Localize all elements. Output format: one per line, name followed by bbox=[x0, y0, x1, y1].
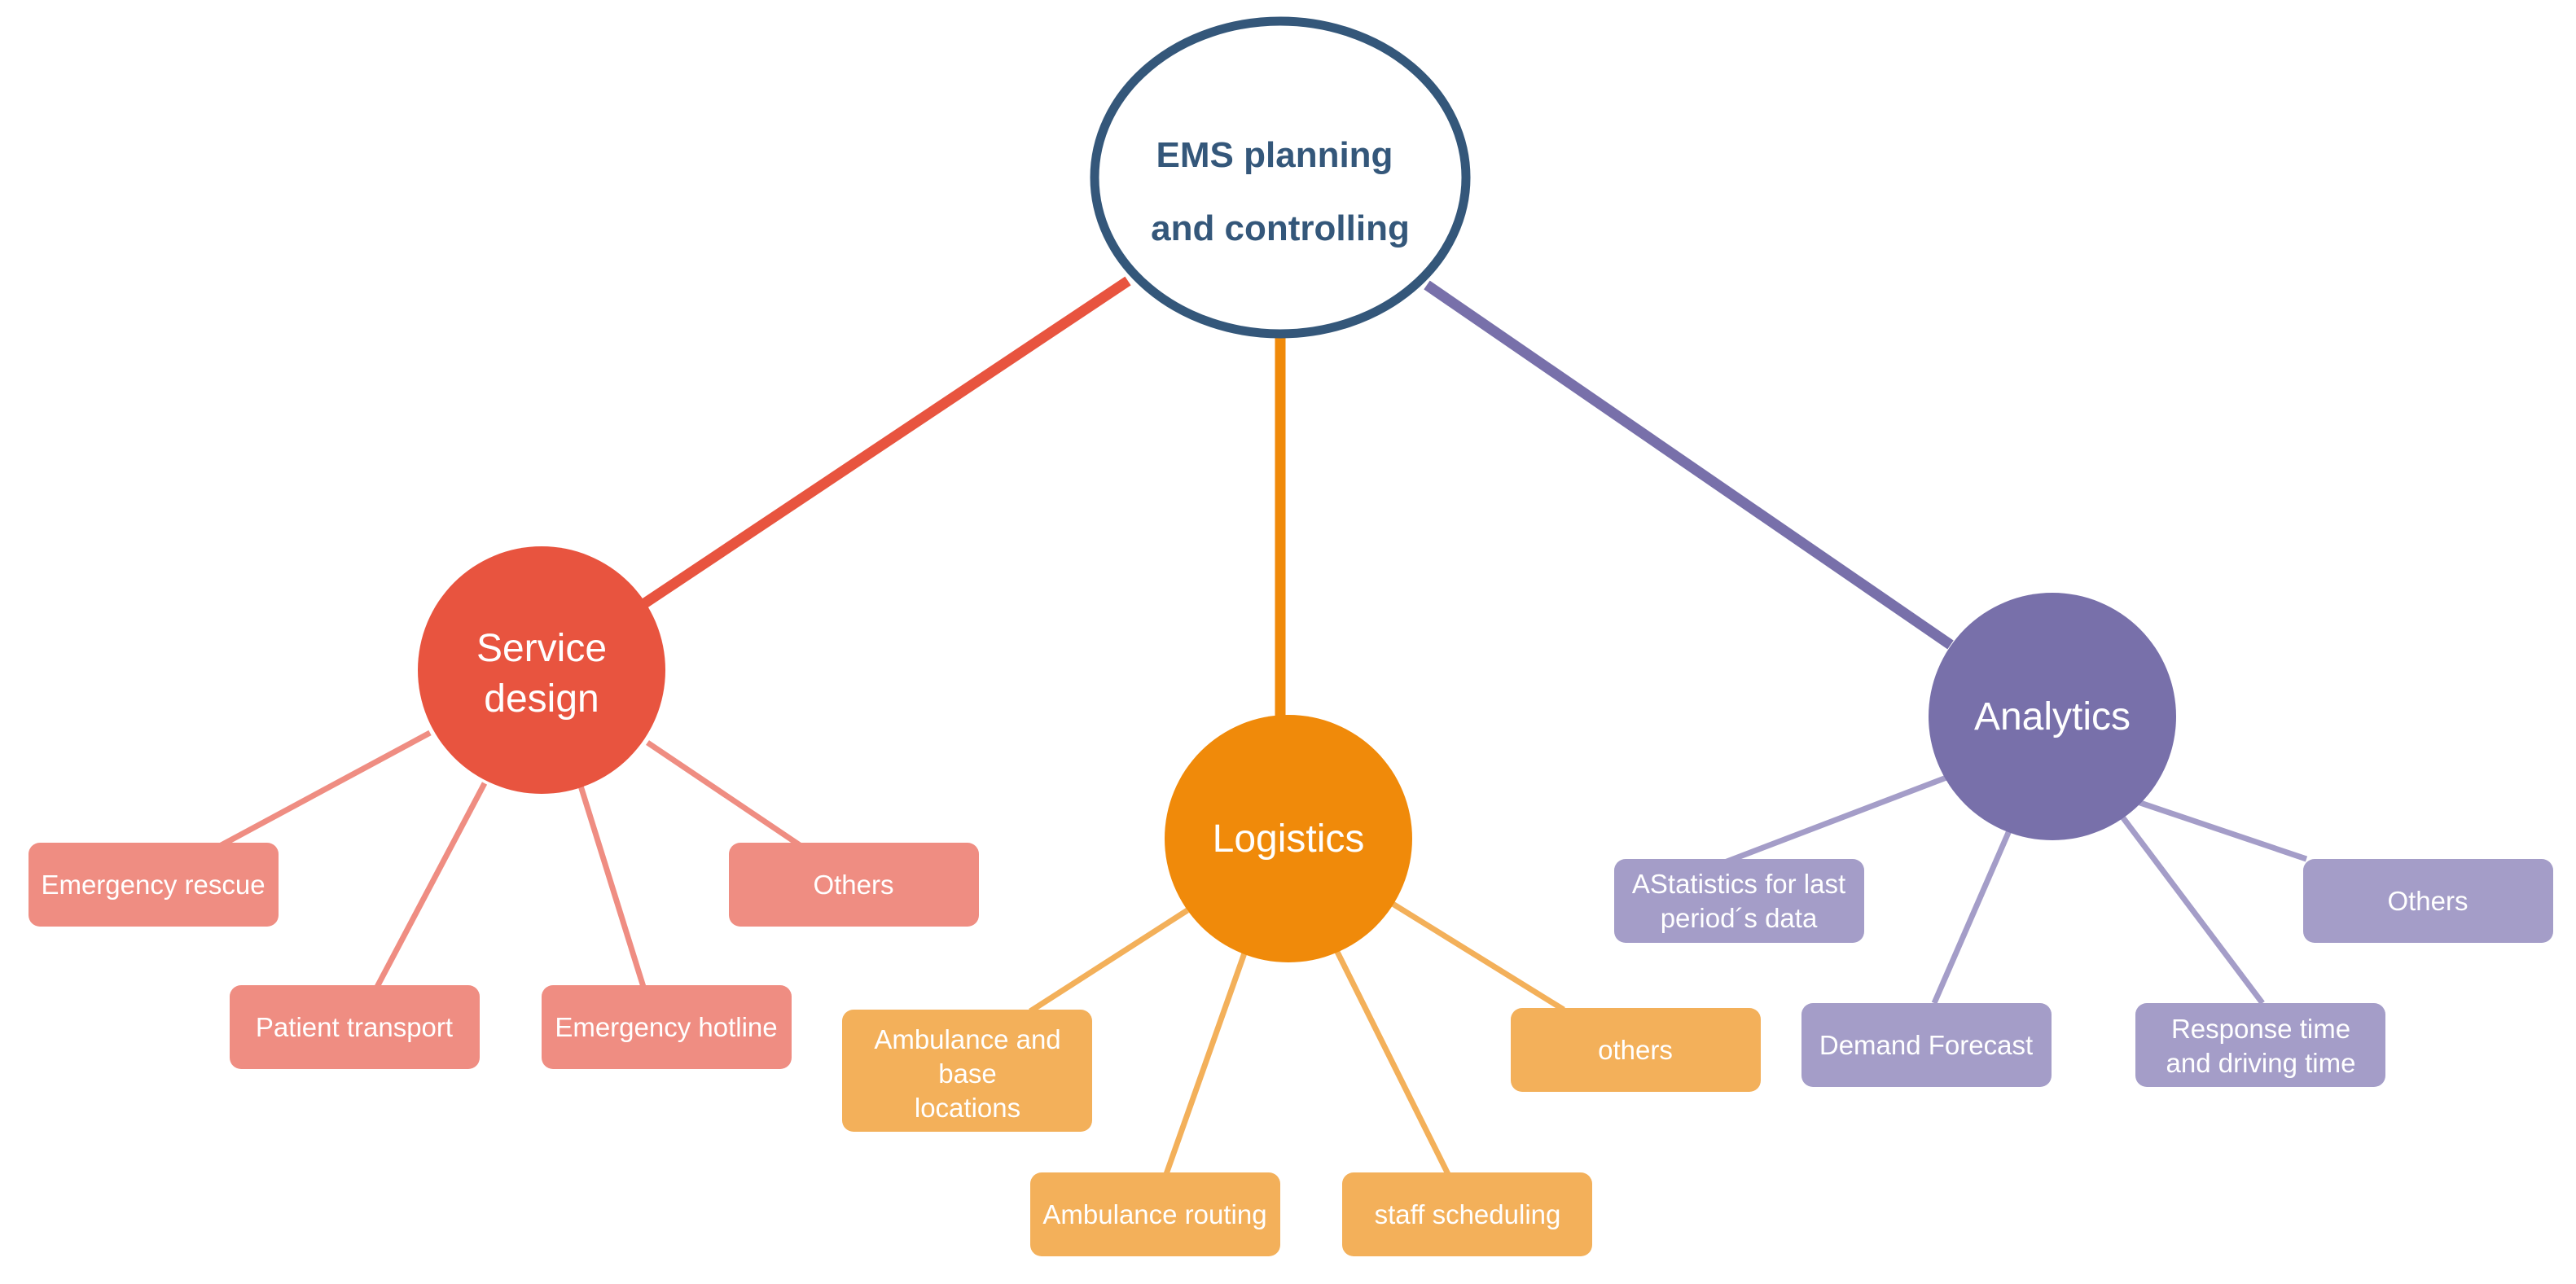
leaf-service-others: Others bbox=[729, 843, 979, 927]
leaf-analytics-others: Others bbox=[2303, 859, 2553, 943]
root-node: EMS planning and controlling bbox=[1090, 16, 1471, 339]
service-design-connectors bbox=[217, 730, 804, 988]
leaf-statistics-line1: AStatistics for last bbox=[1632, 869, 1845, 899]
leaf-logistics-others-label: others bbox=[1598, 1035, 1673, 1065]
leaf-emergency-rescue: Emergency rescue bbox=[29, 843, 279, 927]
leaf-patient-transport: Patient transport bbox=[230, 985, 480, 1069]
leaf-analytics-others-label: Others bbox=[2387, 886, 2468, 916]
leaf-emergency-hotline: Emergency hotline bbox=[542, 985, 792, 1069]
leaf-ambulance-base-line3: locations bbox=[915, 1093, 1020, 1123]
service-design-node: Service design bbox=[418, 546, 665, 794]
connector-root-analytics bbox=[1424, 280, 1954, 650]
leaf-ambulance-base-locations: Ambulance and base locations bbox=[842, 1010, 1092, 1132]
leaf-emergency-hotline-label: Emergency hotline bbox=[555, 1012, 777, 1042]
leaf-demand-forecast-label: Demand Forecast bbox=[1819, 1030, 2033, 1060]
leaf-response-time-line2: and driving time bbox=[2166, 1048, 2356, 1078]
root-title-line1: EMS planning bbox=[1156, 135, 1393, 175]
analytics-label: Analytics bbox=[1974, 695, 2131, 738]
leaf-ambulance-routing: Ambulance routing bbox=[1030, 1172, 1280, 1256]
leaf-response-time: Response time and driving time bbox=[2135, 1003, 2385, 1087]
leaf-logistics-others: others bbox=[1511, 1008, 1761, 1092]
service-design-label-line1: Service bbox=[476, 627, 607, 670]
analytics-node: Analytics bbox=[1929, 593, 2176, 840]
leaf-staff-scheduling-label: staff scheduling bbox=[1375, 1199, 1561, 1229]
leaf-emergency-rescue-label: Emergency rescue bbox=[41, 870, 265, 900]
root-title-line2: and controlling bbox=[1151, 208, 1410, 248]
logistics-label: Logistics bbox=[1213, 817, 1365, 861]
analytics-connectors bbox=[1717, 774, 2308, 1006]
leaf-patient-transport-label: Patient transport bbox=[256, 1012, 453, 1042]
logistics-connectors bbox=[1029, 901, 1565, 1176]
leaf-statistics-line2: period´s data bbox=[1661, 903, 1818, 933]
leaf-response-time-line1: Response time bbox=[2171, 1014, 2350, 1044]
leaf-staff-scheduling: staff scheduling bbox=[1342, 1172, 1592, 1256]
leaf-ambulance-routing-label: Ambulance routing bbox=[1042, 1199, 1266, 1229]
leaf-statistics: AStatistics for last period´s data bbox=[1614, 859, 1864, 943]
logistics-node: Logistics bbox=[1165, 715, 1412, 962]
leaf-service-others-label: Others bbox=[813, 870, 893, 900]
leaf-demand-forecast: Demand Forecast bbox=[1801, 1003, 2052, 1087]
connector-root-service-design bbox=[640, 276, 1131, 609]
leaf-ambulance-base-line2: base bbox=[938, 1058, 997, 1089]
service-design-label-line2: design bbox=[484, 677, 599, 721]
leaf-ambulance-base-line1: Ambulance and bbox=[874, 1024, 1060, 1054]
